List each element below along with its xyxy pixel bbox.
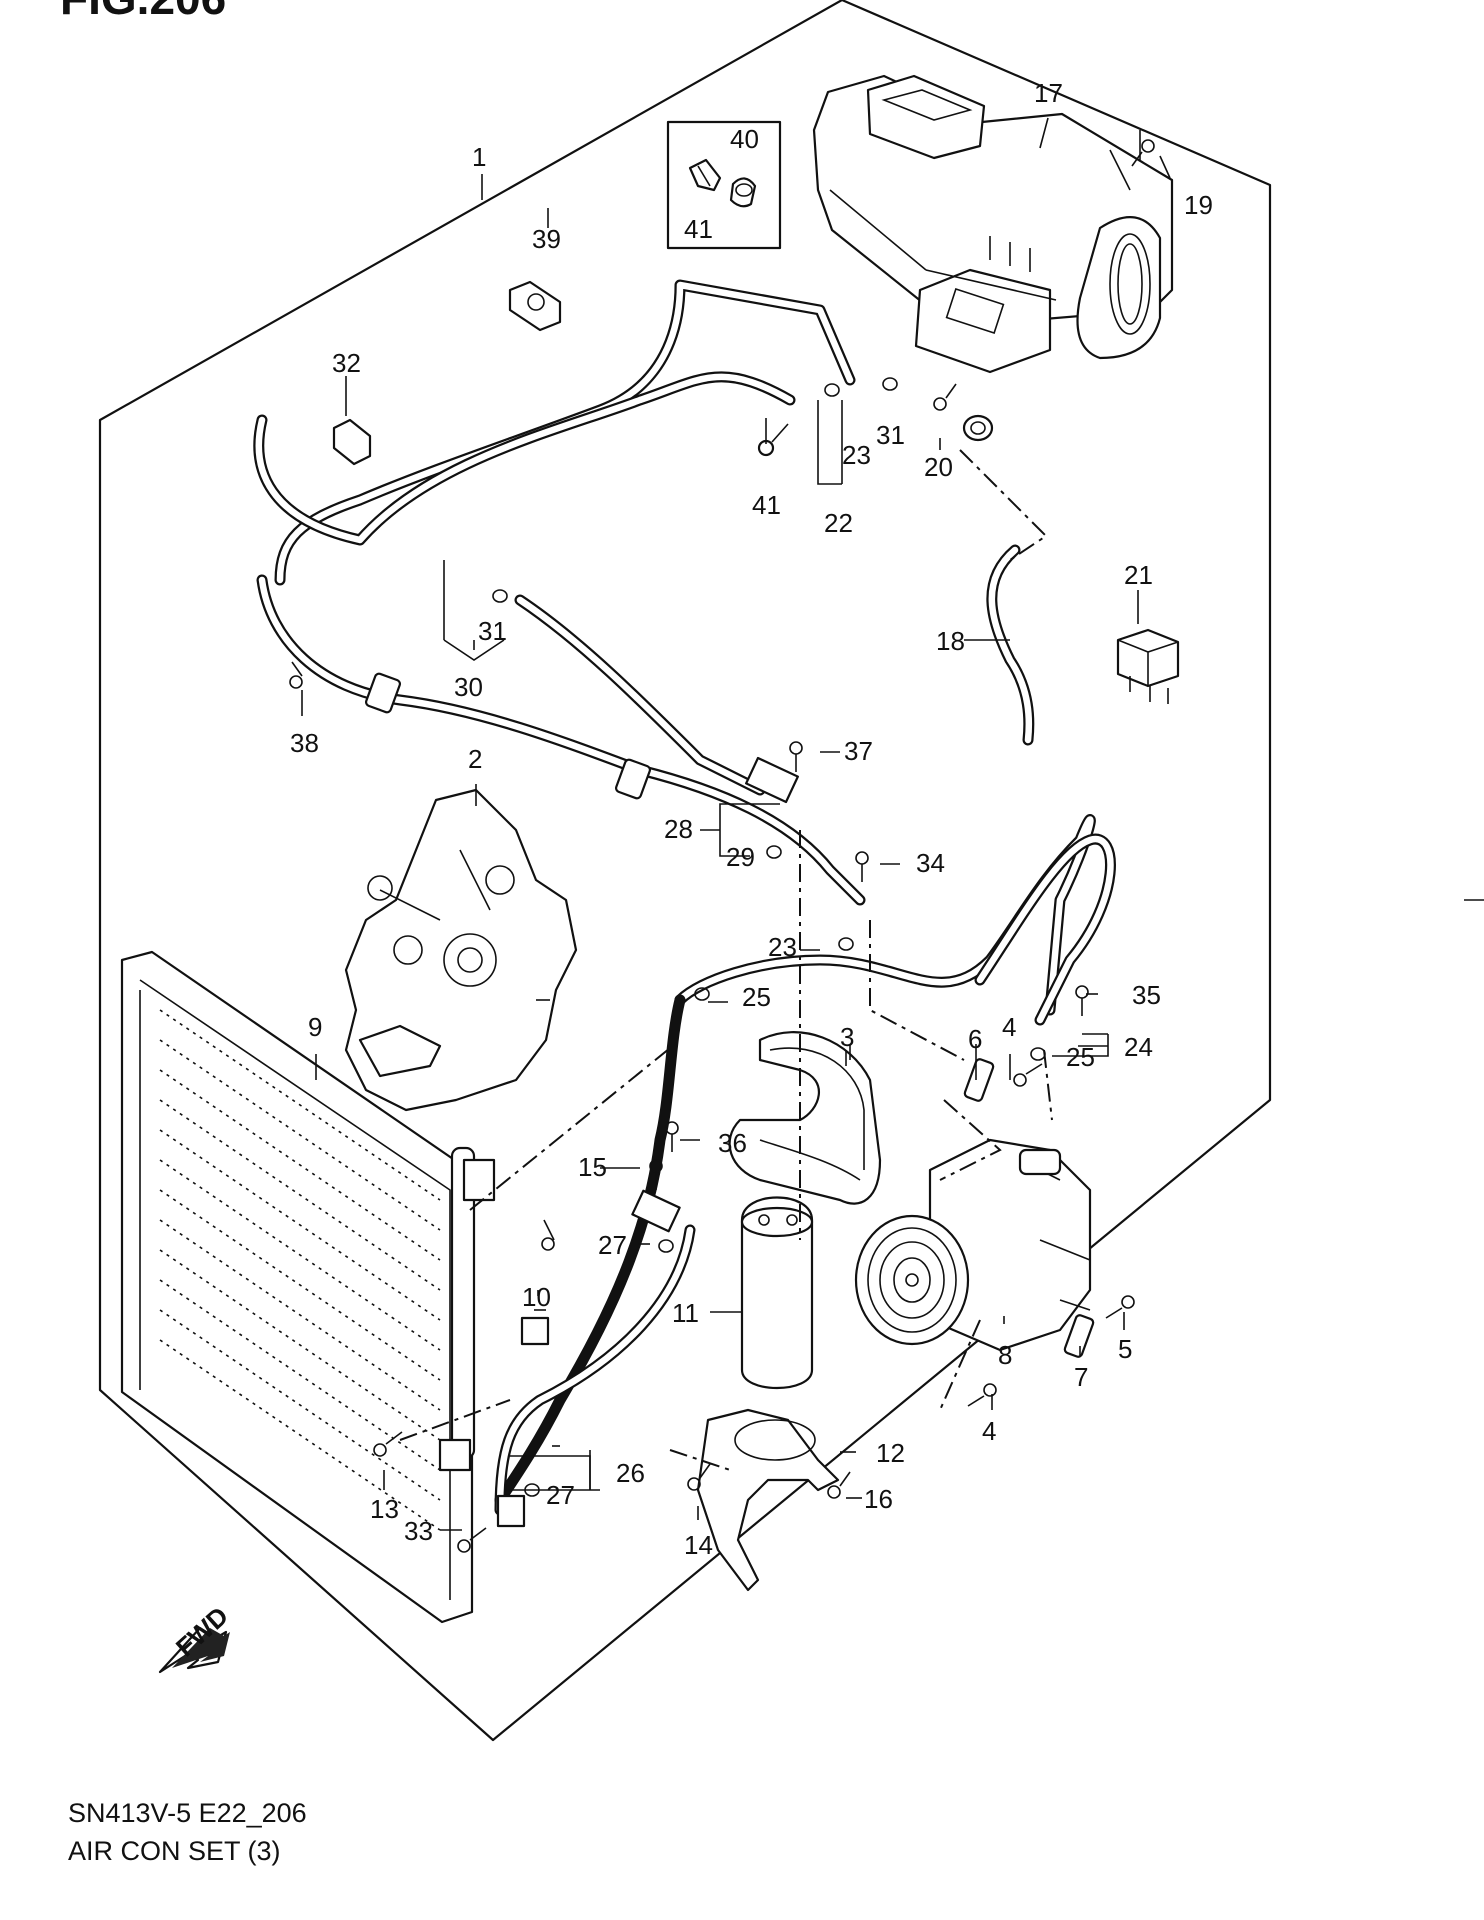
callout-21: 21: [1124, 560, 1153, 590]
callout-7: 7: [1074, 1362, 1088, 1392]
callout-27: 27: [598, 1230, 627, 1260]
callout-4: 4: [1002, 1012, 1016, 1042]
evaporator-unit-17: [812, 74, 1174, 374]
callout-25b: 25: [1066, 1042, 1095, 1072]
drier-bracket-12: [696, 1408, 840, 1592]
callout-41: 41: [684, 214, 713, 244]
compressor-8: [854, 1138, 1092, 1352]
bolt-icon: [933, 383, 957, 411]
plug-icon: [963, 1058, 1095, 1358]
callout-17: 17: [1034, 78, 1063, 108]
callout-6: 6: [968, 1024, 982, 1054]
callout-40: 40: [730, 124, 759, 154]
callout-8: 8: [998, 1340, 1012, 1370]
callout-13: 13: [370, 1494, 399, 1524]
figure-title: FIG.206: [60, 0, 226, 24]
footer-title: AIR CON SET (3): [68, 1836, 281, 1866]
callout-14: 14: [684, 1530, 713, 1560]
receiver-drier-11: [740, 1196, 814, 1389]
ref-line: [939, 1099, 1002, 1181]
callout-29: 29: [726, 842, 755, 872]
callout-24: 24: [1124, 1032, 1153, 1062]
callout-36: 36: [718, 1128, 747, 1158]
callout-12: 12: [876, 1438, 905, 1468]
discharge-hose-24: [674, 814, 1116, 1026]
callout-18: 18: [936, 626, 965, 656]
ref-line: [1043, 1049, 1053, 1121]
clamp-39-icon: [508, 280, 562, 332]
inset-box: [666, 120, 782, 250]
ref-line: [669, 1449, 731, 1471]
clamp-32-icon: [332, 418, 372, 466]
pipe-run-upper: [253, 279, 856, 586]
bolt-icon: [1131, 139, 1155, 167]
callout-30: 30: [454, 672, 483, 702]
callout-20: 20: [924, 452, 953, 482]
callout-3: 3: [840, 1022, 854, 1052]
fwd-arrow-icon: FWD: [158, 1601, 234, 1674]
callout-38: 38: [290, 728, 319, 758]
ref-line: [959, 449, 1048, 561]
callout-23b: 23: [768, 932, 797, 962]
pipe-clamp-icon: [496, 756, 799, 1528]
callout-23: 23: [842, 440, 871, 470]
callout-15: 15: [578, 1152, 607, 1182]
drive-belt-3: [728, 1031, 882, 1205]
clip-40-icon: [729, 177, 757, 208]
callout-39: 39: [532, 224, 561, 254]
callout-33: 33: [404, 1516, 433, 1546]
suction-hose-30: [256, 574, 866, 906]
grommet-20-icon: [962, 414, 994, 442]
ref-line: [399, 1399, 511, 1441]
set-boundary: [98, 0, 1272, 1742]
callout-27b: 27: [546, 1480, 575, 1510]
bolt-icon: [289, 661, 1135, 1553]
drain-hose-18: [986, 544, 1035, 746]
callout-19: 19: [1184, 190, 1213, 220]
callout-37: 37: [844, 736, 873, 766]
callout-34: 34: [916, 848, 945, 878]
callout-28: 28: [664, 814, 693, 844]
ref-line: [869, 920, 965, 1061]
callout-41b: 41: [752, 490, 781, 520]
callout-31b: 31: [876, 420, 905, 450]
callout-10: 10: [522, 1282, 551, 1312]
liquid-pipe-26: [494, 994, 696, 1516]
callout-4b: 4: [982, 1416, 996, 1446]
callout-22: 22: [824, 508, 853, 538]
bolt-icon: [757, 423, 789, 457]
callout-11: 11: [672, 1298, 699, 1328]
ref-line: [939, 1319, 981, 1411]
leader-lines: [301, 117, 1171, 1531]
callout-25: 25: [742, 982, 771, 1012]
ref-line: [469, 1039, 681, 1211]
callout-5: 5: [1118, 1334, 1132, 1364]
callout-32: 32: [332, 348, 361, 378]
callout-labels: 1 2 3 4 4 5 6 7 8 9 10 11 12 13 14 15 16…: [290, 78, 1213, 1560]
callout-9: 9: [308, 1012, 322, 1042]
callout-2: 2: [468, 744, 482, 774]
callout-16: 16: [864, 1484, 893, 1514]
footer-code: SN413V-5 E22_206: [68, 1798, 307, 1828]
callout-31: 31: [478, 616, 507, 646]
relay-21-icon: [1116, 628, 1180, 704]
callout-26: 26: [616, 1458, 645, 1488]
callout-1: 1: [472, 142, 486, 172]
compressor-bracket-2: [344, 788, 578, 1112]
callout-35: 35: [1132, 980, 1161, 1010]
clip-41-icon: [688, 158, 722, 192]
